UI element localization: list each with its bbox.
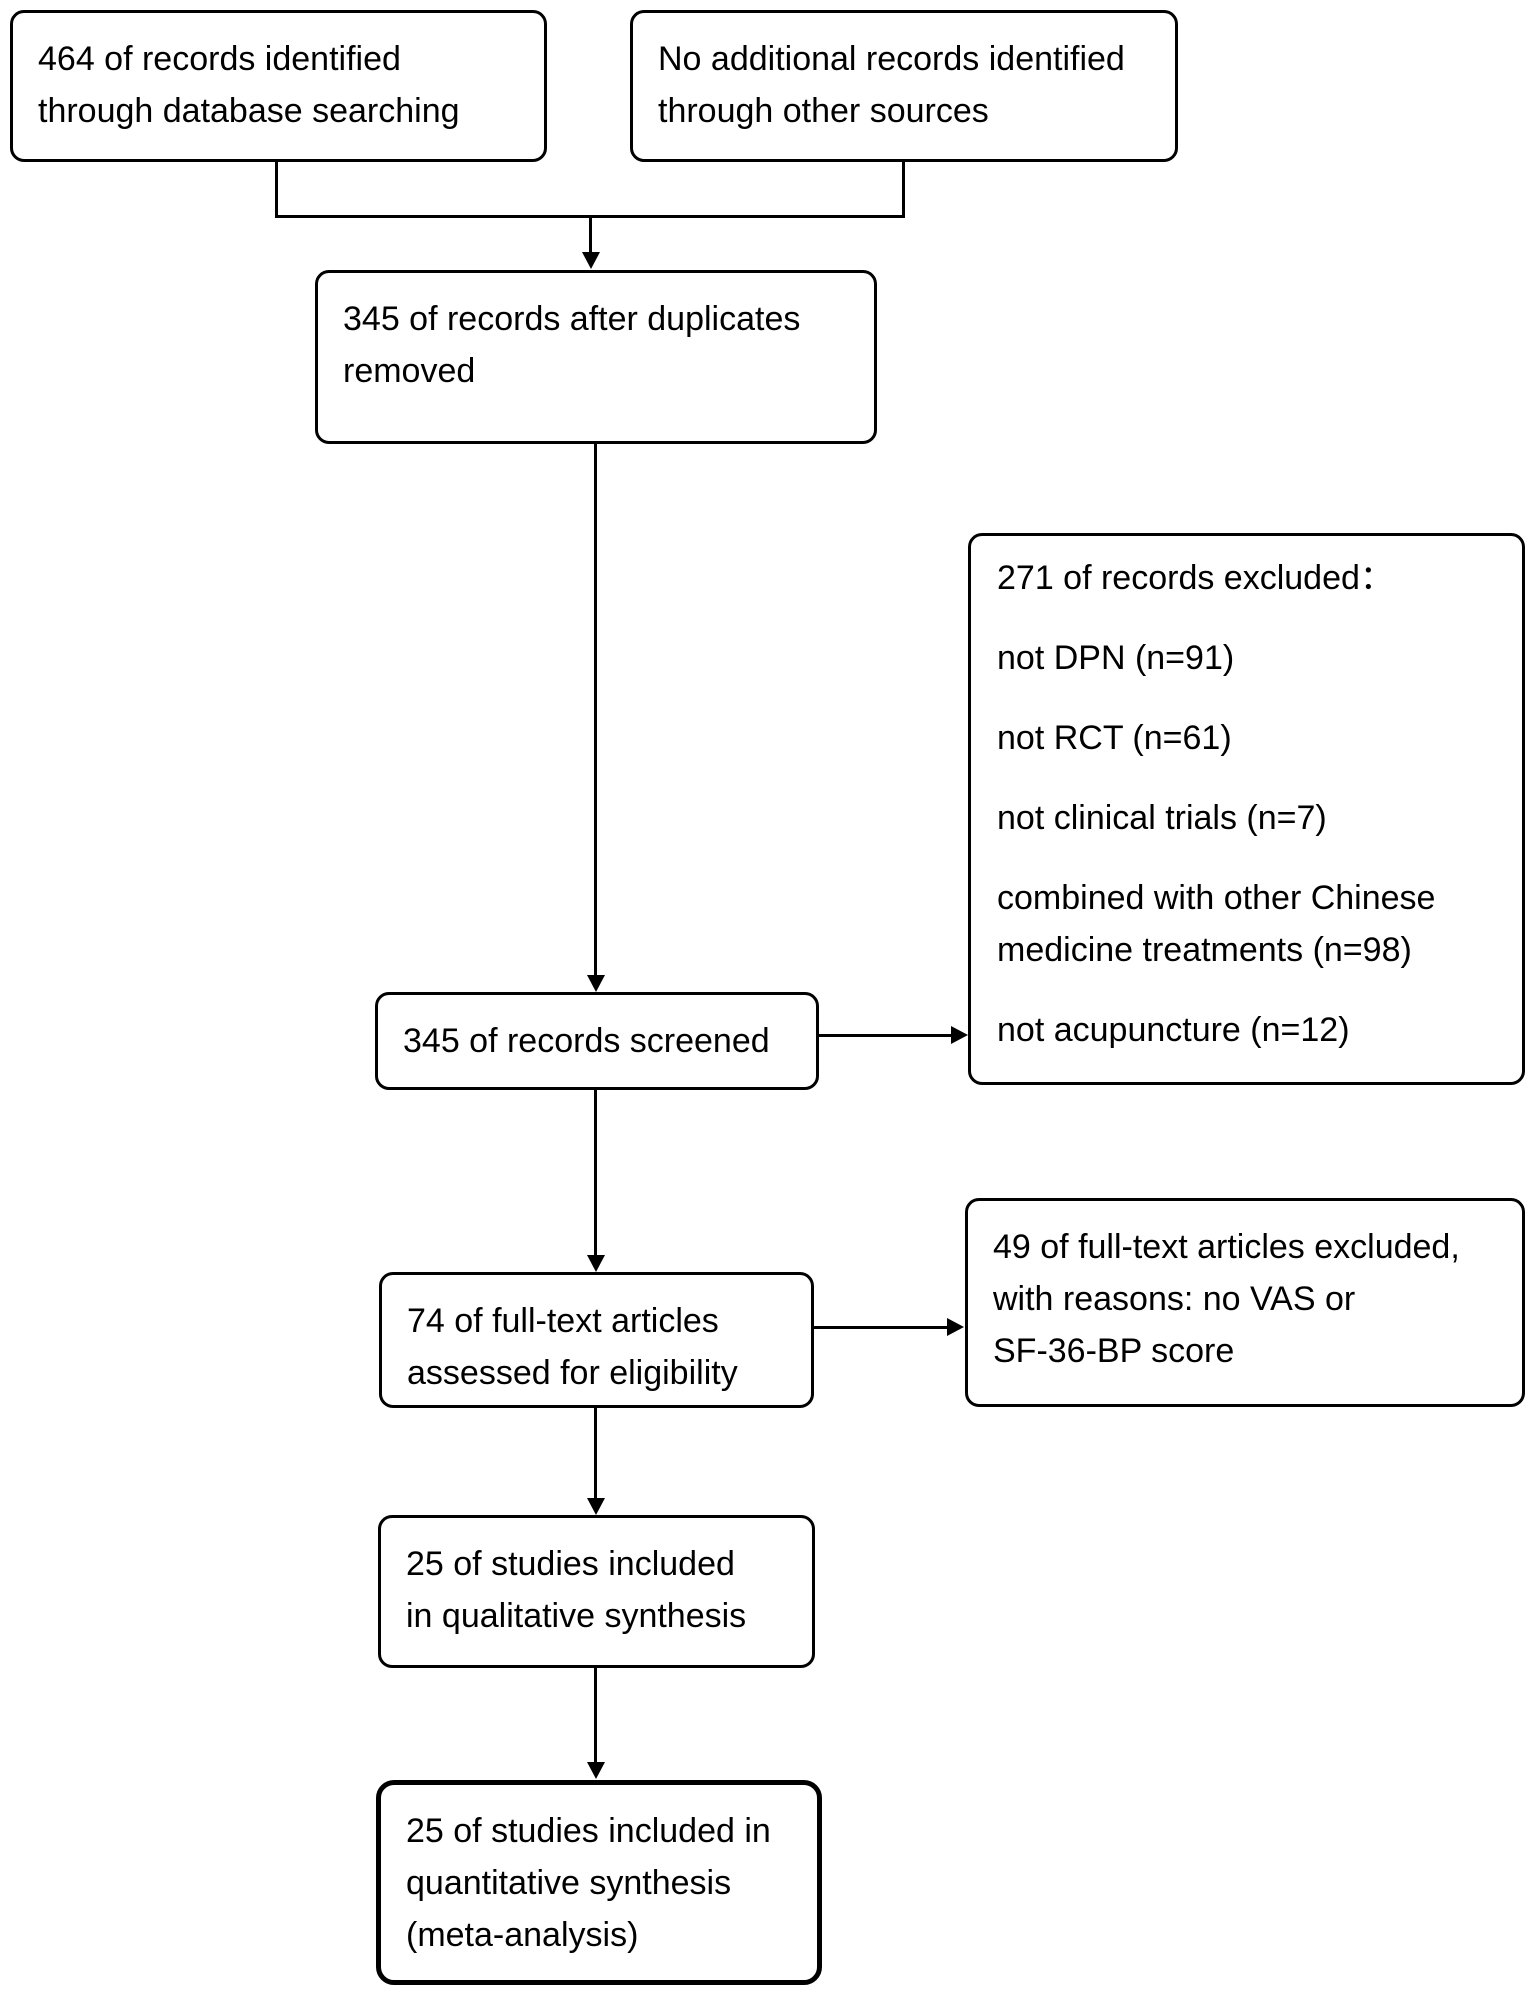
node-text-line: through other sources <box>658 92 989 130</box>
node-text-line: through database searching <box>38 92 460 130</box>
node-text-line: 74 of full-text articles <box>407 1302 719 1340</box>
connector-right-to-fulltext-excluded <box>812 1326 948 1329</box>
node-text-line: 345 of records screened <box>403 1022 770 1060</box>
node-quantitative-synthesis: 25 of studies included in quantitative s… <box>376 1780 822 1985</box>
node-text-line: 25 of studies included in <box>406 1812 771 1850</box>
node-text-line: combined with other Chinese <box>997 879 1436 917</box>
arrowhead-right-icon <box>947 1318 964 1336</box>
node-text-line: SF-36-BP score <box>993 1332 1235 1370</box>
node-fulltext-articles-excluded: 49 of full-text articles excluded, with … <box>965 1198 1525 1407</box>
node-records-excluded: 271 of records excluded： not DPN (n=91) … <box>968 533 1525 1085</box>
node-text-line: 464 of records identified <box>38 40 401 78</box>
node-text-line: No additional records identified <box>658 40 1125 78</box>
connector-down-to-duplicates <box>589 215 592 253</box>
connector-down-to-screened <box>594 444 597 976</box>
node-text-line: in qualitative synthesis <box>406 1597 747 1635</box>
node-text-line: not DPN (n=91) <box>997 639 1235 677</box>
node-records-identified-database: 464 of records identified through databa… <box>10 10 547 162</box>
node-text-line: with reasons: no VAS or <box>993 1280 1356 1318</box>
connector-down-to-qualitative <box>594 1408 597 1499</box>
node-records-identified-other-sources: No additional records identified through… <box>630 10 1178 162</box>
node-records-screened: 345 of records screened <box>375 992 819 1090</box>
node-text-line: 345 of records after duplicates <box>343 300 801 338</box>
node-qualitative-synthesis: 25 of studies included in qualitative sy… <box>378 1515 815 1668</box>
connector-stub-left <box>275 162 278 218</box>
connector-right-to-excluded <box>817 1034 952 1037</box>
node-text-line: medicine treatments (n=98) <box>997 931 1412 969</box>
node-text-line: 49 of full-text articles excluded, <box>993 1228 1460 1266</box>
connector-down-to-fulltext <box>594 1090 597 1256</box>
arrowhead-down-icon <box>587 975 605 992</box>
node-text-line: not clinical trials (n=7) <box>997 799 1327 837</box>
node-fulltext-articles-assessed: 74 of full-text articles assessed for el… <box>379 1272 814 1408</box>
node-text-line: quantitative synthesis <box>406 1864 732 1902</box>
connector-stub-right <box>902 162 905 218</box>
arrowhead-down-icon <box>587 1255 605 1272</box>
node-text-line: (meta-analysis) <box>406 1916 639 1954</box>
arrowhead-down-icon <box>587 1762 605 1779</box>
connector-down-to-quantitative <box>594 1668 597 1763</box>
node-text-line: 271 of records excluded： <box>997 559 1394 597</box>
node-text-line: removed <box>343 352 476 390</box>
node-text-line: 25 of studies included <box>406 1545 735 1583</box>
node-text-line: not acupuncture (n=12) <box>997 1011 1350 1049</box>
arrowhead-down-icon <box>587 1498 605 1515</box>
arrowhead-right-icon <box>951 1026 968 1044</box>
node-text-line: not RCT (n=61) <box>997 719 1232 757</box>
node-records-after-duplicates-removed: 345 of records after duplicates removed <box>315 270 877 444</box>
node-text-line: assessed for eligibility <box>407 1354 738 1392</box>
arrowhead-down-icon <box>582 252 600 269</box>
